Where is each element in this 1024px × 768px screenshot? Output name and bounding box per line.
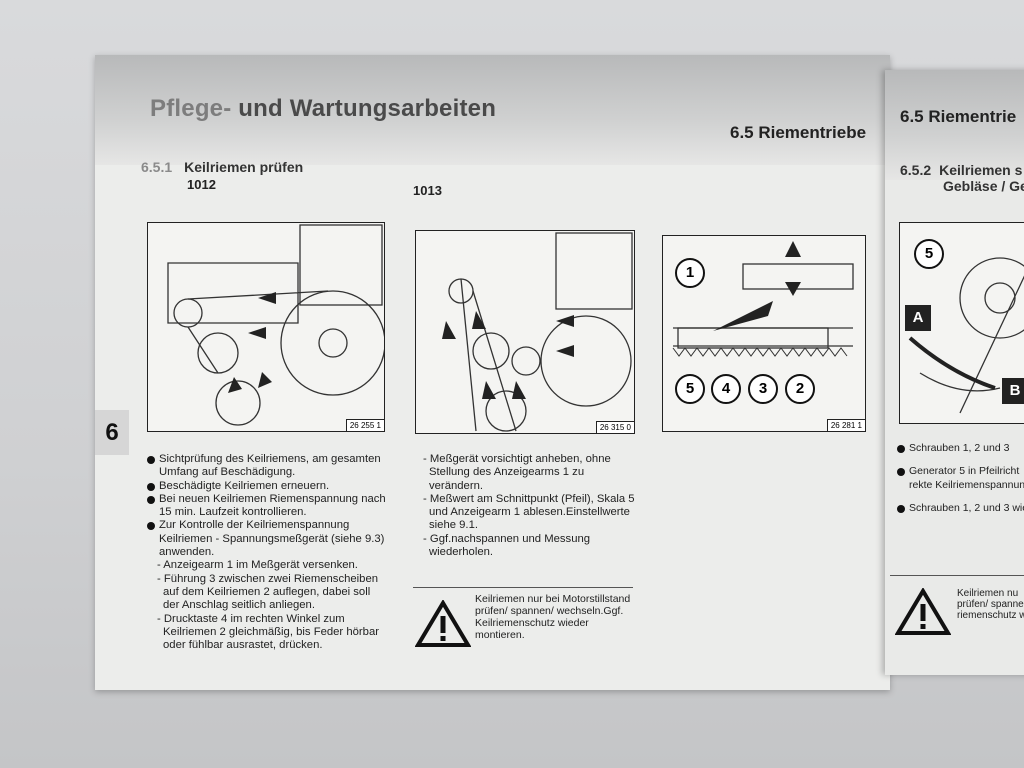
bullet-item: Schrauben 1, 2 und 3 [897, 442, 1024, 455]
figure-label: 26 255 1 [345, 419, 384, 431]
warning-line: prüfen/ spanne [957, 599, 1024, 610]
subsection-title-line2: Gebläse / Ge [943, 178, 1024, 194]
callout-2: 2 [785, 374, 815, 404]
bullet-item: Sichtprüfung des Keilriemens, am gesamte… [147, 453, 387, 480]
warning-text: Keilriemen nu prüfen/ spanne riemenschut… [957, 588, 1024, 621]
gauge-drawing [672, 241, 854, 357]
callout-1: 1 [675, 258, 705, 288]
warning-triangle-icon [415, 600, 471, 647]
engine-belt-figure-2: 26 315 0 [415, 230, 635, 434]
instructions-next: Schrauben 1, 2 und 3 Generator 5 in Pfei… [897, 442, 1024, 515]
figure-number: 1013 [413, 183, 442, 198]
callout-4: 4 [711, 374, 741, 404]
header-band [885, 70, 1024, 180]
dash-item: - Führung 3 zwischen zwei Riemenscheiben… [157, 572, 379, 612]
engine-belt-figure: 26 255 1 [147, 222, 385, 432]
bullet-item: Generator 5 in Pfeilricht [897, 465, 1024, 478]
instructions-left: Sichtprüfung des Keilriemens, am gesamte… [147, 453, 387, 652]
instructions-right: - Meßgerät vorsichtigt anheben, ohne Ste… [413, 453, 635, 559]
bullet-item: Bei neuen Keilriemen Riemenspannung nach… [147, 493, 387, 520]
engine-drawing [442, 232, 633, 432]
belt-tension-gauge-figure: 1 5 4 3 2 26 281 1 [662, 235, 866, 432]
callout-A: A [905, 305, 931, 331]
dash-item: - Anzeigearm 1 im Meßgerät versenken. [157, 559, 358, 572]
page-title: Pflege- und Wartungsarbeiten [150, 95, 497, 122]
manual-page-spread: Pflege- und Wartungsarbeiten 6.5 Riement… [95, 55, 890, 690]
section-header: 6.5 Riementrie [900, 107, 1017, 126]
section-header: 6.5 Riementriebe [730, 123, 867, 142]
callout-3: 3 [748, 374, 778, 404]
engine-drawing [167, 224, 384, 426]
dash-item: - Ggf.nachspannen und Messung wiederhole… [423, 532, 591, 559]
dash-item: - Meßwert am Schnittpunkt (Pfeil), Skala… [423, 492, 635, 532]
header-band [95, 55, 890, 165]
callout-B: B [1002, 378, 1024, 404]
warning-text: Keilriemen nur bei Motorstillstand prüfe… [475, 593, 631, 641]
figure-label: 26 281 1 [826, 419, 865, 431]
chapter-tab: 6 [95, 410, 129, 455]
figure-label: 26 315 0 [595, 421, 634, 433]
divider [890, 575, 1024, 576]
bullet-item: Zur Kontrolle der Keilriemenspannung Kei… [147, 519, 387, 559]
generator-drawing [908, 257, 1024, 414]
dash-item: - Meßgerät vorsichtigt anheben, ohne Ste… [423, 453, 611, 492]
figure-number: 1012 [187, 177, 216, 192]
bullet-item: Beschädigte Keilriemen erneuern. [147, 480, 387, 493]
bullet-item: Schrauben 1, 2 und 3 wie [897, 502, 1024, 515]
divider [413, 587, 633, 588]
callout-5: 5 [914, 239, 944, 269]
dash-item: - Drucktaste 4 im rechten Winkel zum Kei… [157, 612, 379, 652]
warning-line: Keilriemen nu [957, 588, 1019, 599]
warning-triangle-icon [895, 588, 951, 635]
bullet-item-cont: rekte Keilriemenspannun [909, 478, 1024, 491]
generator-figure: 5 A B [899, 222, 1024, 424]
warning-line: riemenschutz w [957, 610, 1024, 621]
callout-5: 5 [675, 374, 705, 404]
